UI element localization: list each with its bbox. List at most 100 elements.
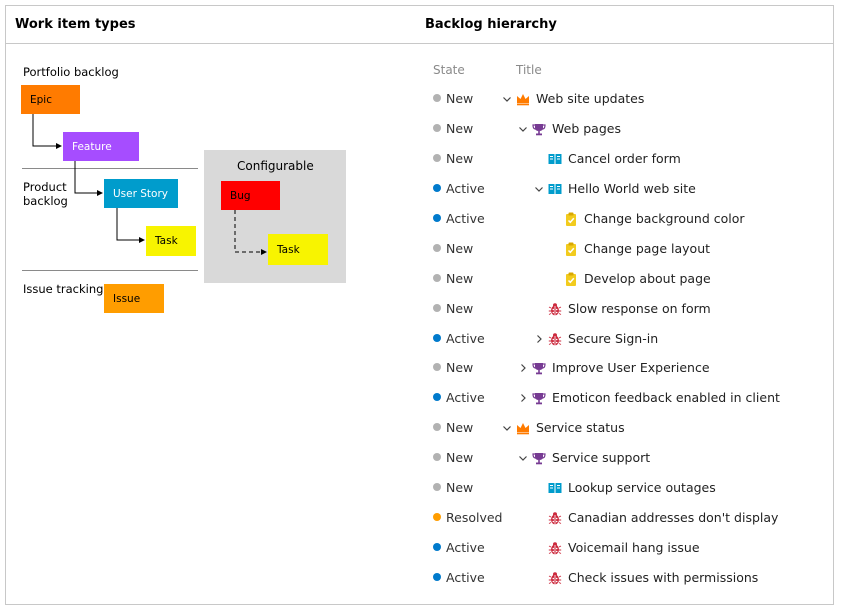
- backlog-row[interactable]: New Cancel order form: [0, 149, 843, 169]
- crown-icon: [516, 420, 530, 436]
- issue-tracking-label: Issue tracking: [23, 282, 104, 296]
- work-item-title[interactable]: Cancel order form: [568, 150, 681, 166]
- chevron-right-icon[interactable]: [516, 360, 530, 376]
- work-item-title[interactable]: Service support: [552, 450, 651, 466]
- chevron-down-icon[interactable]: [516, 121, 530, 137]
- header-divider: [5, 43, 834, 44]
- state-text: New: [446, 150, 474, 166]
- backlog-row[interactable]: New Slow response on form: [0, 299, 843, 319]
- state-dot: [433, 423, 441, 432]
- work-item-title[interactable]: Canadian addresses don't display: [568, 510, 779, 526]
- state-dot: [433, 243, 441, 252]
- backlog-row[interactable]: New Service status: [0, 418, 843, 438]
- state-dot: [433, 393, 441, 402]
- epic-box: Epic: [21, 85, 80, 114]
- chevron-down-icon[interactable]: [516, 450, 530, 466]
- backlog-row[interactable]: Active Check issues with permissions: [0, 568, 843, 588]
- trophy-icon: [532, 450, 546, 466]
- portfolio-backlog-label: Portfolio backlog: [23, 65, 119, 79]
- backlog-row[interactable]: Active Emoticon feedback enabled in clien…: [0, 388, 843, 408]
- book-icon: [548, 480, 562, 496]
- state-dot: [433, 483, 441, 492]
- trophy-icon: [532, 390, 546, 406]
- backlog-row[interactable]: New Develop about page: [0, 269, 843, 289]
- trophy-icon: [532, 121, 546, 137]
- work-item-title[interactable]: Improve User Experience: [552, 360, 710, 376]
- state-text: New: [446, 420, 474, 436]
- chevron-down-icon[interactable]: [532, 181, 546, 197]
- state-dot: [433, 513, 441, 522]
- work-item-title[interactable]: Lookup service outages: [568, 480, 716, 496]
- clipboard-icon: [564, 241, 578, 257]
- backlog-row[interactable]: New Service support: [0, 448, 843, 468]
- state-text: New: [446, 120, 474, 136]
- chevron-right-icon[interactable]: [532, 331, 546, 347]
- bug-icon: [548, 570, 562, 586]
- section-separator: [22, 270, 198, 271]
- chevron-down-icon[interactable]: [500, 91, 514, 107]
- state-text: New: [446, 480, 474, 496]
- state-text: Active: [446, 570, 485, 586]
- state-text: Active: [446, 180, 485, 196]
- clipboard-icon: [564, 271, 578, 287]
- work-item-types-heading: Work item types: [15, 17, 136, 32]
- work-item-title[interactable]: Hello World web site: [568, 180, 696, 196]
- state-text: Active: [446, 390, 485, 406]
- bug-icon: [548, 331, 562, 347]
- state-dot: [433, 543, 441, 552]
- configurable-task-box: Task: [268, 234, 328, 265]
- backlog-row[interactable]: New Web pages: [0, 119, 843, 139]
- book-icon: [548, 151, 562, 167]
- backlog-row[interactable]: Active Secure Sign-in: [0, 329, 843, 349]
- state-dot: [433, 273, 441, 282]
- state-text: Active: [446, 330, 485, 346]
- work-item-title[interactable]: Voicemail hang issue: [568, 540, 700, 556]
- state-dot: [433, 123, 441, 132]
- work-item-title[interactable]: Service status: [536, 420, 625, 436]
- clipboard-icon: [564, 211, 578, 227]
- title-column-header: Title: [516, 63, 542, 77]
- backlog-row[interactable]: New Web site updates: [0, 89, 843, 109]
- section-separator: [22, 168, 198, 169]
- state-text: New: [446, 91, 474, 106]
- state-text: New: [446, 270, 474, 286]
- issue-box: Issue: [104, 284, 164, 313]
- work-item-title[interactable]: Emoticon feedback enabled in client: [552, 390, 780, 406]
- work-item-title[interactable]: Web site updates: [536, 91, 645, 106]
- configurable-label: Configurable: [237, 159, 314, 173]
- state-text: New: [446, 450, 474, 466]
- work-item-title[interactable]: Check issues with permissions: [568, 570, 759, 586]
- chevron-right-icon[interactable]: [516, 390, 530, 406]
- backlog-hierarchy-heading: Backlog hierarchy: [425, 17, 557, 32]
- work-item-title[interactable]: Slow response on form: [568, 300, 711, 316]
- work-item-title[interactable]: Develop about page: [584, 270, 711, 286]
- work-item-title[interactable]: Secure Sign-in: [568, 330, 659, 346]
- work-item-title[interactable]: Change background color: [584, 210, 745, 226]
- task-box: Task: [146, 226, 196, 256]
- state-column-header: State: [433, 63, 465, 77]
- backlog-row[interactable]: New Lookup service outages: [0, 478, 843, 498]
- backlog-row[interactable]: Active Hello World web site: [0, 179, 843, 199]
- state-dot: [433, 183, 441, 192]
- state-text: New: [446, 240, 474, 256]
- state-dot: [433, 453, 441, 462]
- state-dot: [433, 573, 441, 582]
- state-dot: [433, 333, 441, 342]
- state-dot: [433, 303, 441, 312]
- work-item-title[interactable]: Change page layout: [584, 240, 711, 256]
- book-icon: [548, 181, 562, 197]
- state-dot: [433, 213, 441, 222]
- chevron-down-icon[interactable]: [500, 420, 514, 436]
- product-backlog-label: Product backlog: [23, 180, 68, 208]
- bug-icon: [548, 510, 562, 526]
- state-dot: [433, 153, 441, 162]
- crown-icon: [516, 91, 530, 107]
- backlog-row[interactable]: New Change page layout: [0, 239, 843, 259]
- work-item-title[interactable]: Web pages: [552, 120, 621, 136]
- state-text: New: [446, 300, 474, 316]
